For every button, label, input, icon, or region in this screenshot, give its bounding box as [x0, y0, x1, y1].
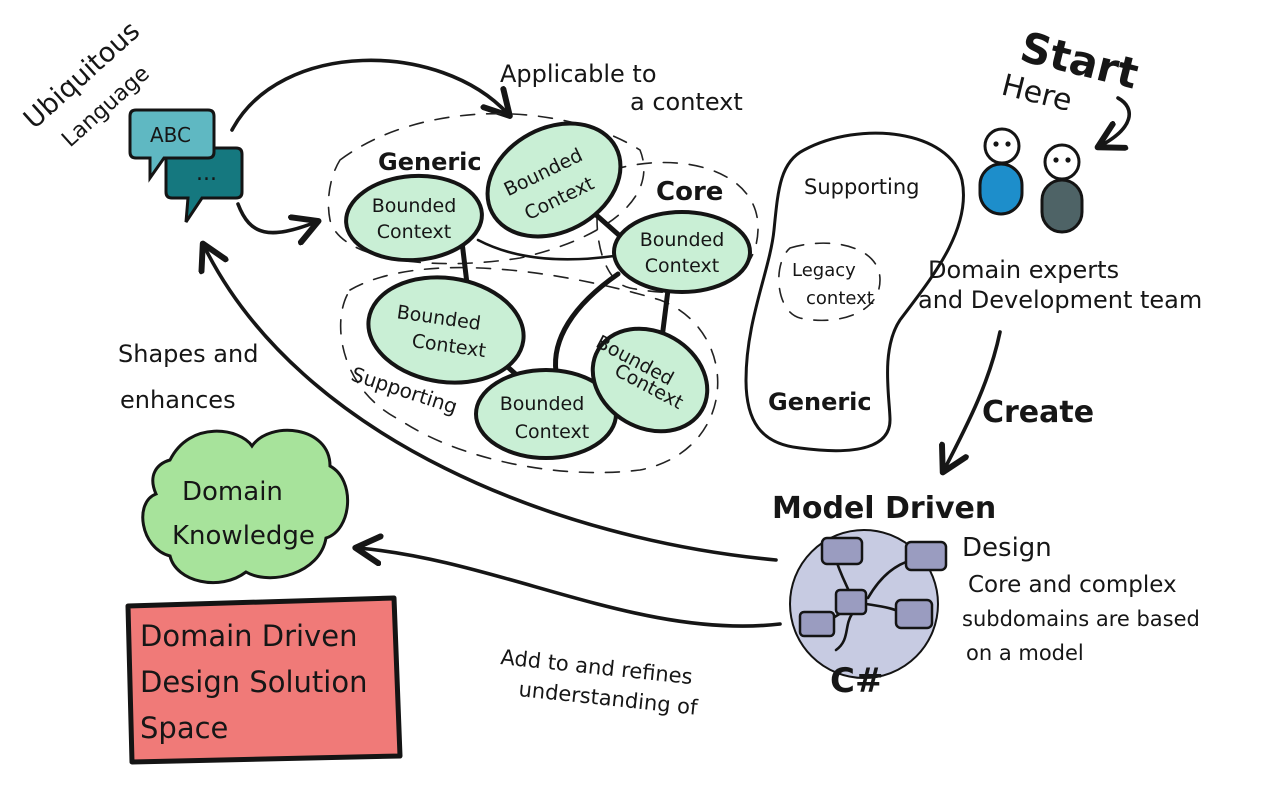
legacy-context-outline: [778, 242, 881, 322]
svg-text:Context: Context: [645, 255, 719, 277]
solution-line2: Design Solution: [140, 665, 367, 699]
ellipsis-text: ...: [196, 161, 217, 186]
solution-line1: Domain Driven: [140, 619, 357, 653]
arrow-shapes-enhances: [204, 246, 778, 562]
bounded-context: Bounded Context: [366, 275, 526, 385]
bounded-context: Bounded Context: [590, 326, 710, 434]
core-subdomain-label: Core: [656, 177, 723, 207]
mdd-design: Design: [962, 533, 1052, 563]
problem-space-outline: [744, 131, 965, 453]
supporting-subdomain-outline: [339, 266, 719, 474]
solution-space-box: Domain Driven Design Solution Space: [125, 595, 403, 765]
arrow-start-here: [1100, 96, 1131, 146]
generic-subdomain-outline: [327, 112, 645, 265]
experts-line1: Domain experts: [928, 256, 1119, 284]
legacy-label-line1: Legacy: [792, 260, 856, 281]
svg-text:Context: Context: [515, 421, 589, 443]
arrow-to-applicable: [230, 58, 508, 132]
knowledge-line1: Domain: [182, 477, 283, 507]
model-diagram-icon: [789, 529, 948, 679]
domain-knowledge-cloud: Domain Knowledge: [141, 428, 350, 585]
svg-text:Bounded: Bounded: [640, 229, 725, 251]
domain-expert-person-icon: [978, 127, 1024, 216]
arrow-create: [944, 330, 1002, 470]
abc-text: ABC: [150, 123, 191, 147]
bounded-context: Bounded Context: [485, 121, 623, 239]
mdd-title: Model Driven: [772, 491, 996, 526]
generic-blob-label: Generic: [768, 388, 872, 416]
shapes-line2: enhances: [120, 386, 236, 414]
generic-subdomain-label: Generic: [378, 148, 482, 176]
create-label: Create: [982, 395, 1094, 430]
arrow-to-contexts: [236, 202, 316, 233]
developer-person-icon: [1040, 143, 1084, 234]
core-complex-line1: Core and complex: [968, 572, 1177, 598]
experts-line2: and Development team: [918, 286, 1202, 314]
svg-text:Bounded: Bounded: [500, 393, 585, 415]
svg-text:Bounded: Bounded: [372, 195, 457, 217]
bounded-context: Bounded Context: [612, 210, 752, 294]
ubiquitous-language-group: Ubiquitous Language ABC ...: [18, 16, 244, 223]
speech-bubbles-icon: ABC ...: [128, 108, 244, 223]
legacy-label-line2: context: [806, 288, 874, 309]
shapes-line1: Shapes and: [118, 340, 258, 368]
applicable-line1: Applicable to: [500, 60, 657, 88]
supporting-blob-label: Supporting: [804, 175, 920, 199]
arrow-add-refines: [358, 548, 782, 628]
csharp-label: C#: [830, 661, 883, 701]
solution-line3: Space: [140, 711, 228, 745]
bounded-context: Bounded Context: [474, 368, 618, 460]
applicable-line2: a context: [630, 88, 743, 116]
bounded-context: Bounded Context: [344, 173, 484, 263]
core-complex-line2: subdomains are based: [962, 607, 1200, 631]
core-complex-line3: on a model: [966, 641, 1084, 665]
knowledge-line2: Knowledge: [172, 521, 315, 551]
svg-text:Context: Context: [377, 221, 451, 243]
